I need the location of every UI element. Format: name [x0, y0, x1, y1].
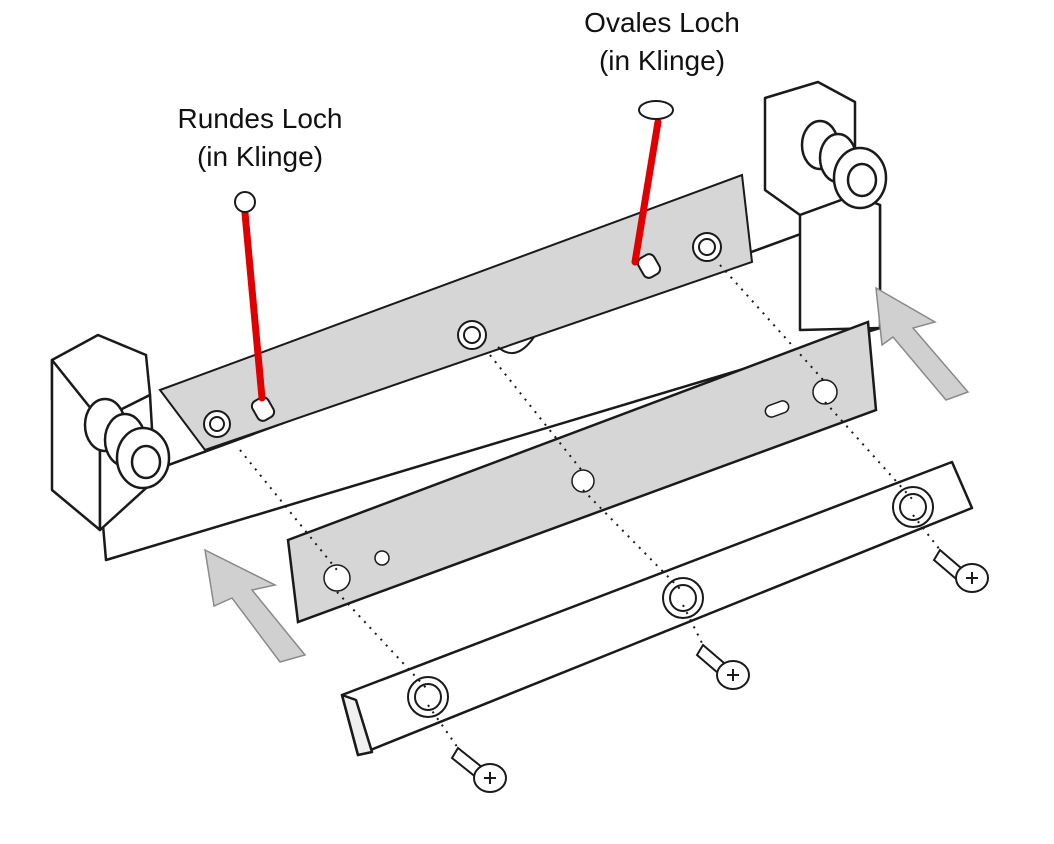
left-knob	[83, 397, 171, 490]
round-hole-callout	[234, 191, 266, 402]
blade	[286, 320, 878, 624]
holder-holes	[203, 232, 722, 438]
screw-icon	[932, 548, 989, 593]
round-hole-label: Rundes Loch (in Klinge)	[130, 100, 390, 176]
oval-hole-label-line1: Ovales Loch	[584, 7, 740, 38]
round-hole-label-line1: Rundes Loch	[177, 103, 343, 134]
alignment-guides	[239, 264, 941, 749]
assembly-arrow-icon	[875, 286, 970, 401]
holder-body	[50, 80, 882, 562]
oval-hole-label-line2: (in Klinge)	[598, 45, 726, 76]
screw-icon	[695, 643, 750, 690]
assembly-arrow-icon	[204, 548, 307, 663]
oval-hole-label: Ovales Loch (in Klinge)	[532, 4, 792, 80]
round-hole-label-line2: (in Klinge)	[196, 141, 324, 172]
oval-hole-callout	[631, 100, 674, 266]
screw-icon	[450, 746, 507, 793]
alignment-pins	[250, 253, 662, 422]
seated-blade	[158, 173, 754, 452]
right-knob	[800, 119, 888, 210]
clamp-bar	[340, 460, 974, 757]
round-hole-marker-icon	[234, 191, 256, 213]
oval-hole-marker-icon	[638, 100, 674, 120]
